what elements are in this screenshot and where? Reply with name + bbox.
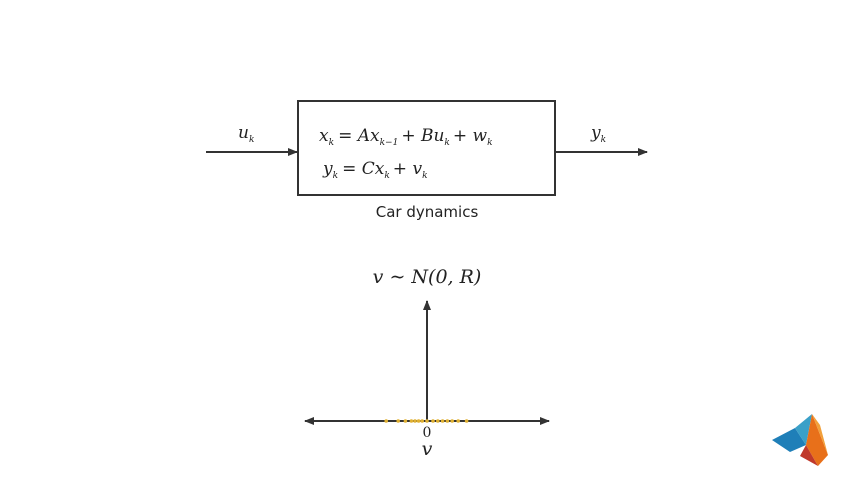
sample-point [456,419,461,423]
plot-title: v ∼ N(0, R) [373,266,482,288]
sample-point [436,419,440,423]
sample-point [403,419,408,423]
sample-point [420,419,425,423]
input-label: uk [238,123,254,145]
system-block [297,100,556,196]
sample-point [425,419,429,423]
sample-points [384,419,469,423]
sample-point [464,419,469,423]
origin-label: 0 [423,425,432,441]
sample-point [396,419,401,423]
sample-point [413,419,417,423]
x-axis-label: v [422,438,433,460]
sample-point [431,419,435,423]
sample-point [384,419,389,423]
sample-point [450,419,455,423]
output-label: yk [590,123,606,145]
state-equation: xk= Axk−1+ Buk+ wk [319,126,493,148]
sample-point [416,419,421,423]
matlab-logo-icon [772,414,828,466]
measurement-equation: yk= Cxk+ vk [322,159,428,181]
sample-point [440,419,445,423]
sample-point [445,419,450,423]
block-caption: Car dynamics [376,203,479,221]
sample-point [409,419,414,423]
